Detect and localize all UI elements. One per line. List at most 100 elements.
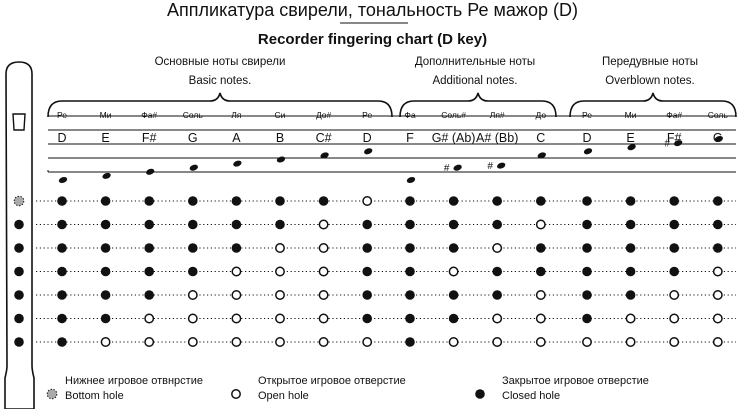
closed-hole-icon bbox=[318, 196, 329, 206]
legend-open-ru: Открытое игровое отверстие bbox=[258, 375, 406, 387]
open-hole-icon bbox=[275, 337, 285, 347]
closed-hole-icon bbox=[362, 266, 373, 277]
note-label-ru: Ре bbox=[582, 110, 592, 120]
closed-hole-icon bbox=[448, 290, 459, 300]
note-head bbox=[453, 164, 462, 171]
open-hole-icon bbox=[318, 243, 329, 253]
legend-closed-hole-icon bbox=[475, 389, 485, 399]
open-hole-icon bbox=[144, 313, 155, 324]
note-label-en: A bbox=[232, 131, 241, 145]
note-label-en: B bbox=[276, 131, 284, 145]
legend-closed-en: Closed hole bbox=[502, 390, 561, 402]
note-head bbox=[276, 156, 286, 163]
note-label-ru: До# bbox=[316, 110, 332, 120]
recorder-hole-icon bbox=[14, 266, 24, 277]
note-head bbox=[364, 148, 373, 155]
closed-hole-icon bbox=[188, 243, 198, 253]
group-label-basic-ru: Основные ноты свирели bbox=[154, 56, 286, 68]
open-hole-icon bbox=[187, 313, 198, 324]
open-hole-icon bbox=[535, 290, 546, 300]
note-label-en: F bbox=[406, 131, 414, 145]
open-hole-icon bbox=[448, 337, 459, 347]
closed-hole-icon bbox=[713, 196, 723, 206]
open-hole-icon bbox=[669, 313, 680, 324]
open-hole-icon bbox=[712, 313, 723, 324]
note-head bbox=[406, 176, 416, 184]
recorder-body bbox=[4, 61, 35, 409]
sharp-sign: # bbox=[444, 163, 450, 174]
note-label-en: A# (Bb) bbox=[476, 131, 518, 145]
recorder-hole-icon bbox=[14, 313, 24, 324]
closed-hole-icon bbox=[100, 313, 111, 324]
closed-hole-icon bbox=[57, 243, 67, 253]
closed-hole-icon bbox=[625, 196, 636, 206]
closed-hole-icon bbox=[362, 219, 373, 230]
open-hole-icon bbox=[318, 266, 329, 277]
closed-hole-icon bbox=[625, 266, 636, 277]
note-label-en: C# bbox=[316, 131, 332, 145]
closed-hole-icon bbox=[188, 196, 198, 206]
note-label-en: G bbox=[188, 131, 198, 145]
note-label-ru: Си bbox=[275, 110, 286, 120]
note-label-ru: До bbox=[536, 110, 547, 120]
group-label-additional: Дополнительные ноты Additional notes. bbox=[380, 53, 570, 91]
closed-hole-icon bbox=[231, 196, 242, 206]
open-hole-icon bbox=[231, 337, 242, 347]
closed-hole-icon bbox=[669, 219, 679, 230]
note-label-ru: Соль bbox=[183, 110, 204, 120]
open-hole-icon bbox=[318, 290, 329, 300]
recorder-hole-icon bbox=[14, 219, 24, 230]
open-hole-icon bbox=[669, 290, 680, 300]
open-hole-icon bbox=[275, 290, 285, 300]
open-hole-icon bbox=[100, 337, 111, 347]
open-hole-icon bbox=[318, 337, 329, 347]
note-head bbox=[583, 148, 593, 155]
closed-hole-icon bbox=[582, 266, 592, 277]
closed-hole-icon bbox=[362, 313, 373, 324]
closed-hole-icon bbox=[362, 243, 373, 253]
closed-hole-icon bbox=[100, 196, 111, 206]
closed-hole-icon bbox=[625, 243, 636, 253]
group-label-additional-ru: Дополнительные ноты bbox=[414, 56, 536, 68]
closed-hole-icon bbox=[448, 196, 459, 206]
closed-hole-icon bbox=[57, 337, 67, 347]
closed-hole-icon bbox=[188, 266, 198, 277]
closed-hole-icon bbox=[713, 243, 723, 253]
open-hole-icon bbox=[492, 337, 503, 347]
recorder-hole-icon bbox=[14, 243, 24, 253]
note-label-ru: Ля# bbox=[490, 110, 505, 120]
legend-bottom-hole-icon bbox=[46, 388, 58, 400]
closed-hole-icon bbox=[275, 196, 285, 206]
legend-bottom-ru: Нижнее игровое отвнрстие bbox=[65, 375, 203, 387]
open-hole-icon bbox=[492, 243, 503, 253]
open-hole-icon bbox=[231, 313, 242, 324]
closed-hole-icon bbox=[669, 243, 679, 253]
note-head bbox=[102, 172, 111, 179]
brace-overblown bbox=[569, 92, 737, 118]
open-hole-icon bbox=[187, 337, 198, 347]
closed-hole-icon bbox=[275, 219, 285, 230]
closed-hole-icon bbox=[405, 243, 415, 253]
note-head bbox=[714, 135, 723, 143]
closed-hole-icon bbox=[188, 219, 198, 230]
closed-hole-icon bbox=[448, 219, 459, 230]
closed-hole-icon bbox=[625, 219, 636, 230]
brace-additional bbox=[399, 92, 557, 118]
open-hole-icon bbox=[492, 313, 503, 324]
note-label-en: D bbox=[363, 131, 372, 145]
closed-hole-icon bbox=[582, 243, 592, 253]
closed-hole-icon bbox=[625, 290, 636, 300]
closed-hole-icon bbox=[405, 219, 415, 230]
group-label-basic-en: Basic notes. bbox=[188, 75, 252, 87]
note-head bbox=[58, 176, 68, 184]
closed-hole-icon bbox=[492, 196, 503, 206]
closed-hole-icon bbox=[448, 243, 459, 253]
open-hole-icon bbox=[712, 290, 723, 300]
open-hole-icon bbox=[275, 266, 285, 277]
group-label-overblown: Передувные ноты Overblown notes. bbox=[575, 53, 725, 91]
brace-basic bbox=[47, 92, 393, 118]
note-label-ru: Соль# bbox=[441, 110, 466, 120]
closed-hole-icon bbox=[57, 313, 67, 324]
open-hole-icon bbox=[448, 266, 459, 277]
